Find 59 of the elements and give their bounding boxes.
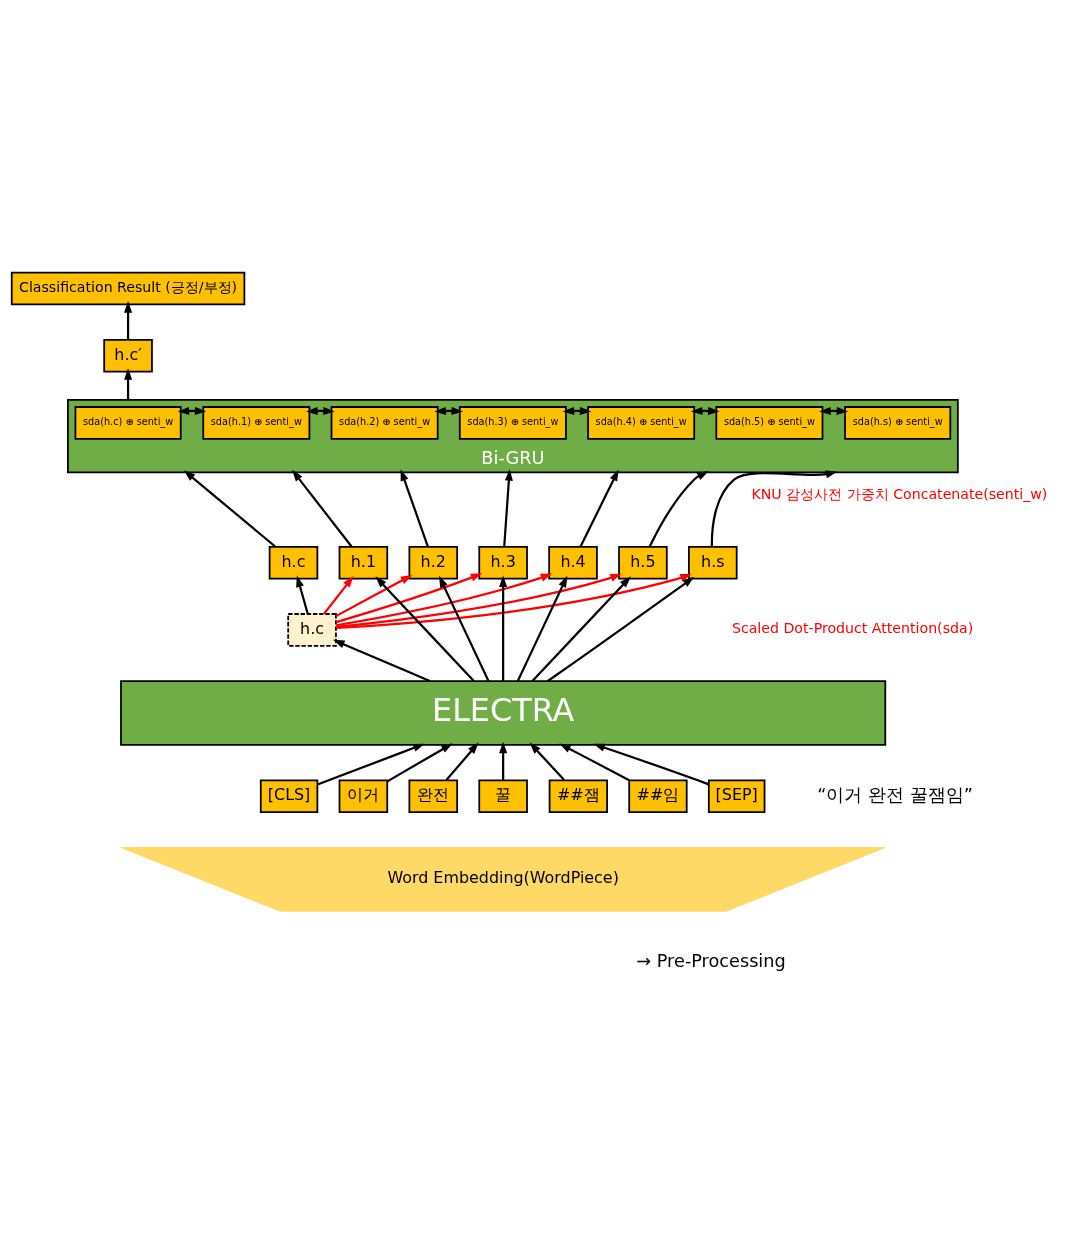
node-box: Classification Result (긍정/부정) (10, 271, 246, 306)
arrow (559, 743, 630, 782)
node-box: h.c (268, 545, 319, 580)
arrow (296, 575, 309, 615)
node-box: sda(h.c) ⊕ senti_w (74, 406, 182, 440)
arrow (124, 301, 133, 340)
arrow (439, 575, 490, 682)
arrow (593, 743, 710, 786)
node-box: h.c′ (103, 338, 153, 373)
node-box: h.2 (408, 545, 459, 580)
arrow (336, 573, 553, 627)
node-box: sda(h.4) ⊕ senti_w (587, 406, 696, 440)
node-box: sda(h.3) ⊕ senti_w (458, 406, 567, 440)
node-box: ELECTRA (120, 680, 887, 746)
arrow (336, 573, 692, 630)
node-box: ##잼 (548, 779, 608, 814)
node-box: [SEP] (707, 779, 766, 814)
node-box: 이거 (338, 779, 389, 814)
arrow (335, 574, 413, 618)
arrow (375, 576, 475, 682)
node-box: h.4 (548, 545, 598, 580)
arrow (546, 576, 695, 683)
node-box: sda(h.5) ⊕ senti_w (715, 406, 824, 440)
arrow (335, 573, 483, 624)
arrow (386, 743, 453, 783)
label: → Pre-Processing (636, 950, 786, 971)
arrow (400, 469, 429, 547)
arrow (292, 469, 353, 548)
arrow (499, 575, 508, 682)
node-box: 꿀 (478, 779, 528, 814)
arrow (445, 742, 479, 781)
node-box: ##임 (628, 779, 688, 814)
arrow (183, 470, 276, 548)
node-box: h.c (287, 613, 337, 647)
node-box: h.3 (478, 545, 528, 580)
arrow (499, 741, 508, 781)
node-box: h.s (688, 545, 738, 580)
arrow (503, 469, 513, 547)
arrow (124, 368, 133, 400)
arrow (579, 469, 619, 547)
node-box: h.1 (338, 545, 389, 580)
node-box: sda(h.s) ⊕ senti_w (844, 406, 952, 440)
node-box: sda(h.2) ⊕ senti_w (330, 406, 439, 440)
arrow (710, 470, 838, 547)
arrow (516, 575, 568, 682)
arrow (317, 743, 425, 786)
node-box: 완전 (408, 779, 459, 814)
arrow (323, 576, 354, 615)
node-box: sda(h.1) ⊕ senti_w (202, 406, 311, 440)
arrow (531, 576, 631, 682)
label: “이거 완전 꿀잼임” (817, 784, 973, 805)
arrow (529, 742, 565, 781)
arrow (336, 573, 622, 628)
arrow (648, 470, 709, 548)
label: KNU 감성사전 가중치 Concatenate(senti_w) (751, 485, 1048, 502)
node-box: h.5 (618, 545, 668, 580)
node-box: [CLS] (259, 779, 319, 814)
label: Scaled Dot-Product Attention(sda) (731, 620, 974, 637)
arrow (333, 639, 431, 683)
